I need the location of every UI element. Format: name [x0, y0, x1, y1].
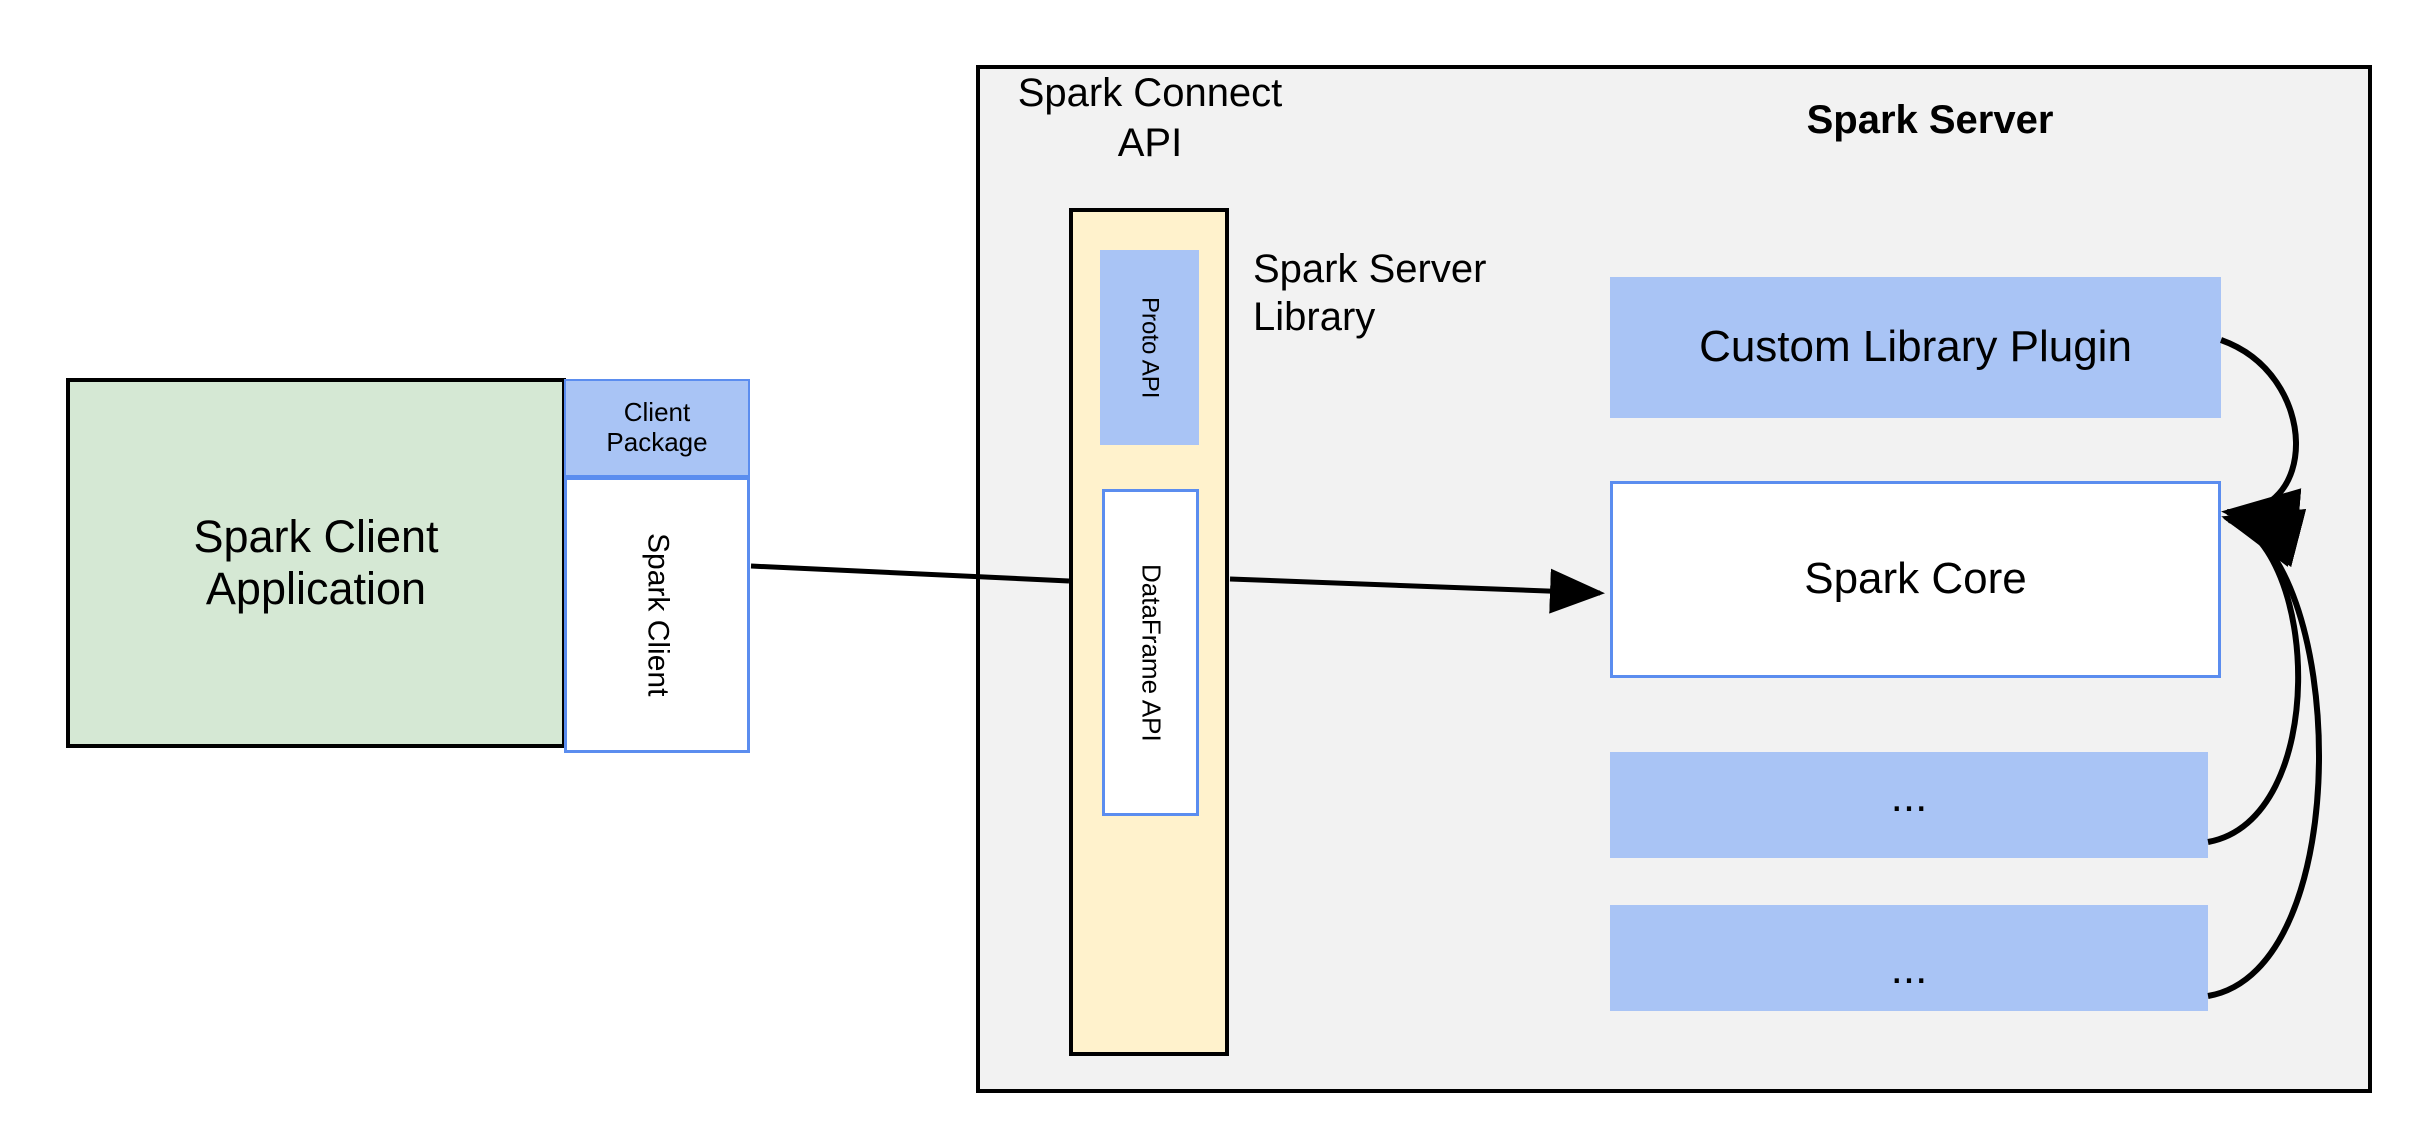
client-package-box[interactable]: Client Package: [564, 379, 750, 477]
spark-connect-api-label-line1: Spark Connect: [1017, 71, 1283, 115]
spark-core-label: Spark Core: [1804, 554, 2027, 604]
spark-server-library-label-line1: Spark Server: [1253, 247, 1487, 291]
spark-server-library-label: Spark Server Library: [1253, 245, 1573, 341]
proto-api-box[interactable]: Proto API: [1100, 250, 1199, 445]
plugin-placeholder-box-2[interactable]: ...: [1610, 905, 2208, 1011]
spark-server-title: Spark Server: [1806, 98, 2054, 142]
client-package-label-line1: Client: [623, 397, 691, 428]
dataframe-api-box[interactable]: DataFrame API: [1102, 489, 1199, 816]
plugin-placeholder-label-2: ...: [1890, 944, 1928, 994]
custom-library-plugin-box[interactable]: Custom Library Plugin: [1610, 277, 2221, 418]
spark-core-box[interactable]: Spark Core: [1610, 481, 2221, 678]
plugin-placeholder-box-1[interactable]: ...: [1610, 752, 2208, 858]
client-package-label-line2: Package: [606, 427, 708, 457]
spark-client-box[interactable]: Spark Client: [564, 477, 750, 753]
spark-client-application-box[interactable]: Spark Client Application: [66, 378, 566, 748]
spark-connect-api-label-line2: API: [1117, 121, 1183, 165]
spark-client-application-label-line1: Spark Client: [193, 511, 439, 563]
plugin-placeholder-label-1: ...: [1890, 772, 1928, 821]
proto-api-label: Proto API: [1136, 296, 1164, 399]
spark-client-application-label-line2: Application: [205, 563, 427, 614]
spark-connect-api-label: Spark Connect API: [1000, 68, 1300, 168]
spark-client-label: Spark Client: [641, 533, 675, 697]
spark-server-library-label-line2: Library: [1253, 295, 1376, 339]
custom-library-plugin-label: Custom Library Plugin: [1699, 322, 2132, 372]
dataframe-api-label: DataFrame API: [1136, 563, 1167, 742]
